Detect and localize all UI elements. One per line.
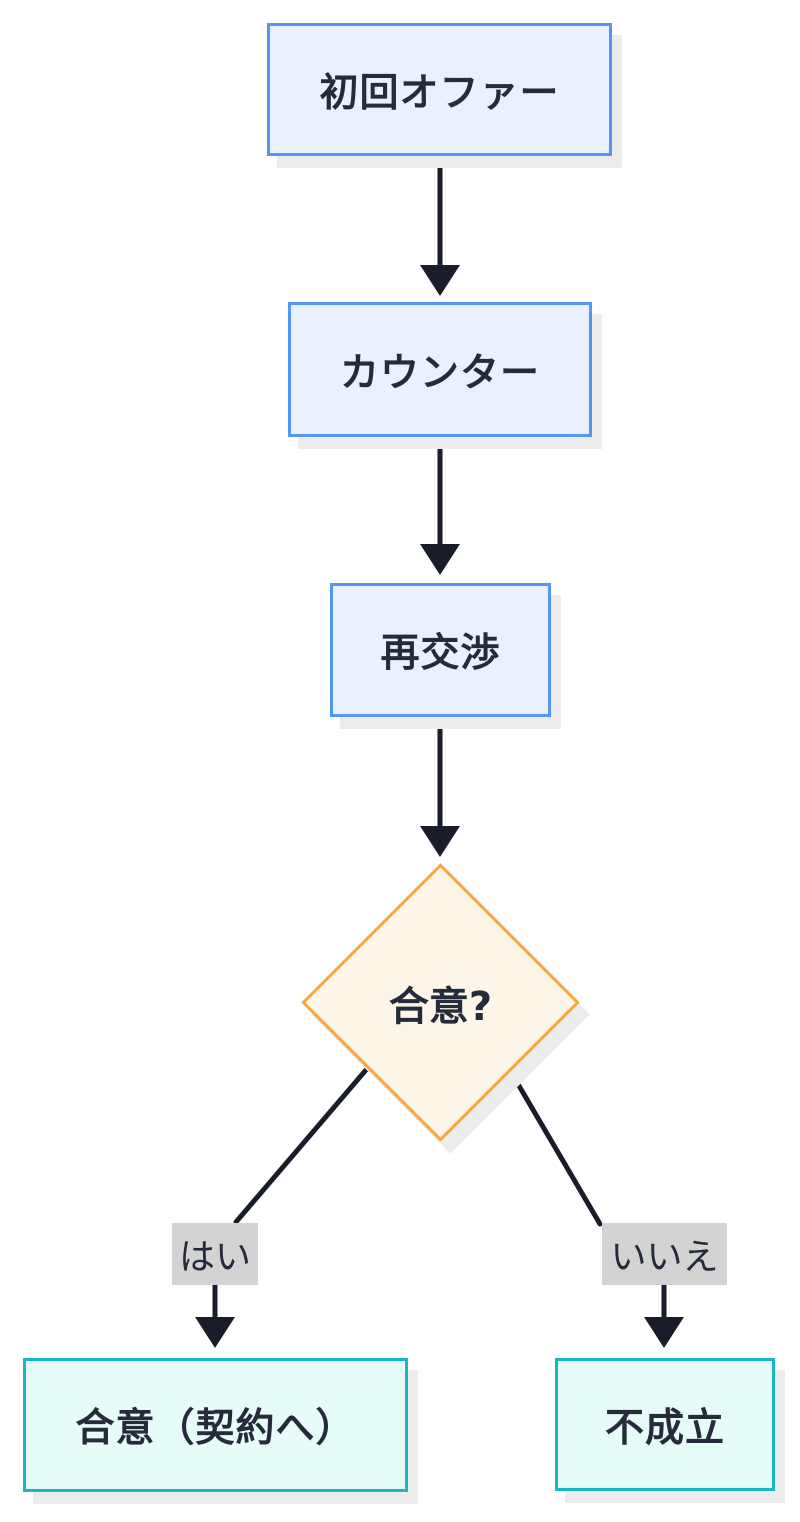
edge-label-yes: はい (172, 1223, 258, 1285)
node-renegotiation-label: 再交渉 (380, 631, 501, 676)
edge-renegotiation-to-decision-arrowhead-icon (420, 826, 460, 857)
edge-counter-to-renegotiation-arrowhead-icon (420, 544, 460, 575)
node-renegotiation: 再交渉 (330, 583, 551, 717)
edge-label-no: いいえ (602, 1223, 727, 1285)
node-counter-label: カウンター (339, 350, 540, 396)
edge-initial-to-counter-arrowhead-icon (420, 265, 460, 296)
node-no-deal: 不成立 (555, 1358, 775, 1491)
edge-no-to-nodeal-arrowhead-icon (644, 1317, 684, 1348)
node-no-deal-label: 不成立 (604, 1405, 725, 1451)
node-decision-label: 合意? (388, 983, 493, 1030)
node-agreement-label: 合意（契約へ） (75, 1406, 356, 1451)
edge-decision-yes-line (233, 1047, 386, 1225)
edge-yes-to-agreement-arrowhead-icon (195, 1317, 235, 1348)
node-agreement: 合意（契約へ） (23, 1358, 408, 1492)
node-counter: カウンター (288, 302, 592, 437)
node-initial-offer-label: 初回オファー (319, 70, 560, 116)
node-decision: 合意? (301, 863, 590, 1154)
node-initial-offer: 初回オファー (267, 23, 612, 156)
